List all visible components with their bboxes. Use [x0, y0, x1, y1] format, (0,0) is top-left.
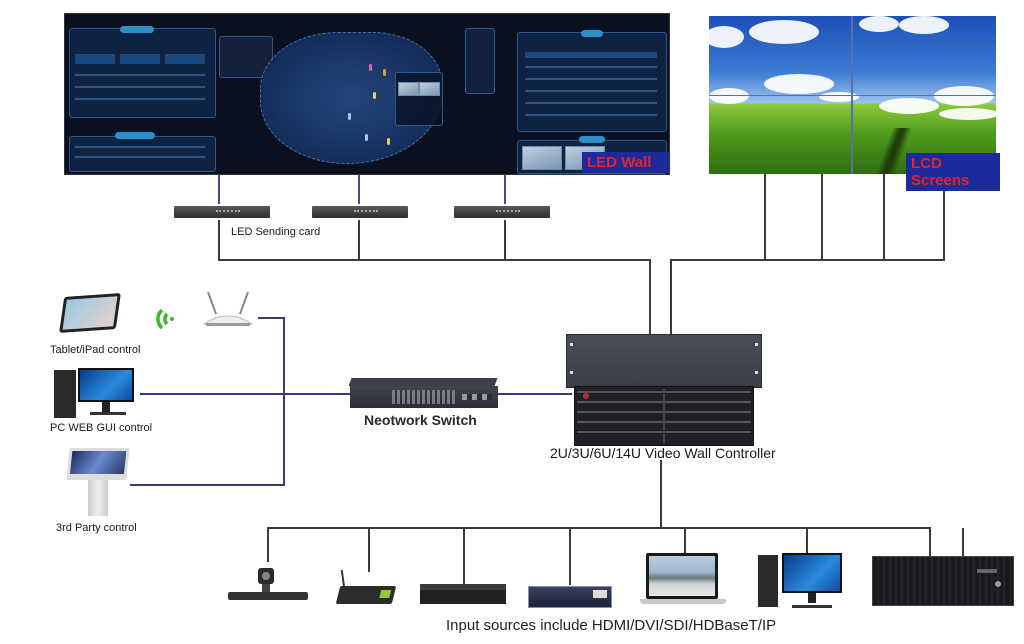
- dashboard-panel-lower: [69, 136, 216, 172]
- set-top-box-icon: [420, 584, 508, 608]
- pc-web-gui-control-label: PC WEB GUI control: [50, 422, 153, 434]
- tablet-control-label: Tablet/iPad control: [50, 344, 141, 356]
- desktop-pc-icon: [758, 553, 844, 611]
- kiosk-icon: [64, 448, 130, 518]
- wire-router-thirdparty: [130, 317, 285, 486]
- lcd-screens-display: [709, 16, 996, 174]
- laptop-icon: [640, 553, 726, 611]
- led-wall-display: [64, 13, 670, 175]
- led-sending-card-label: LED Sending card: [231, 226, 321, 238]
- lcd-screens-label: LCD Screens: [906, 153, 1000, 191]
- wire-lcd-bus: [670, 174, 945, 335]
- led-sending-card-2: [308, 206, 412, 218]
- input-sources-label: Input sources include HDMI/DVI/SDI/HDBas…: [446, 617, 777, 634]
- wire-cards-bus: [218, 220, 651, 335]
- wire-input-bus: [267, 527, 931, 562]
- dashboard-pill-lower: [115, 132, 155, 139]
- third-party-control-label: 3rd Party control: [56, 522, 137, 534]
- wireless-router-icon: [200, 290, 256, 330]
- video-wall-controller-icon: [566, 334, 762, 446]
- pc-icon: [54, 368, 136, 420]
- rack-server-icon: [872, 556, 1014, 606]
- dashboard-pill: [120, 26, 154, 33]
- led-wall-label: LED Wall: [582, 152, 670, 173]
- led-sending-card-1: [170, 206, 274, 218]
- dashboard-panel: [69, 28, 216, 118]
- conference-camera-icon: [228, 568, 308, 604]
- led-sending-card-3: [450, 206, 554, 218]
- network-switch-label: Neotwork Switch: [364, 412, 477, 428]
- tablet-icon: [59, 293, 124, 335]
- map-popup: [395, 72, 443, 126]
- matrix-switcher-icon: [528, 586, 612, 608]
- network-switch-icon: [348, 378, 498, 408]
- dashboard-panel-right: [517, 32, 667, 132]
- wifi-icon: [150, 302, 180, 336]
- media-player-box-icon: [335, 569, 398, 608]
- video-wall-controller-label: 2U/3U/6U/14U Video Wall Controller: [550, 445, 776, 461]
